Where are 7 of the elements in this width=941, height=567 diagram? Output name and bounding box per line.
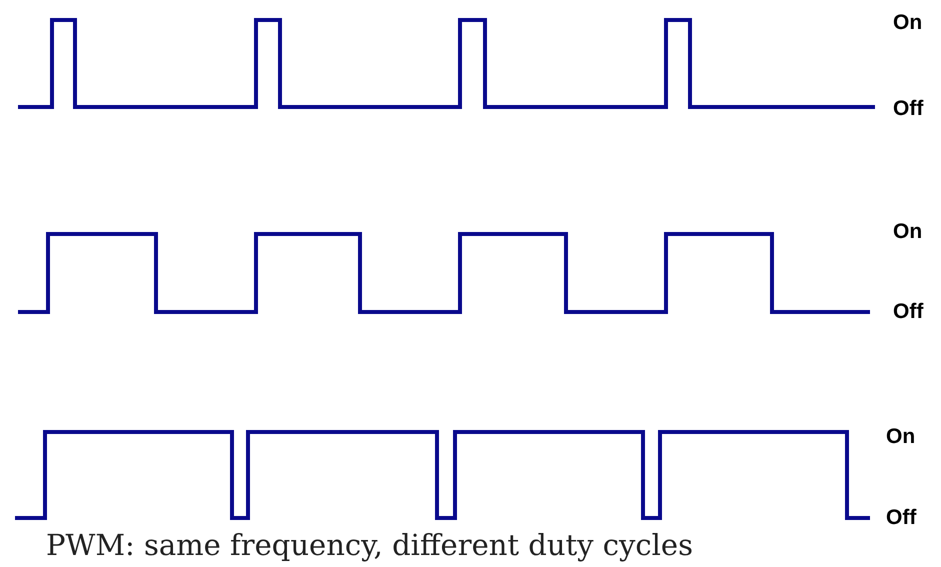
signal-level-label: Off: [893, 98, 924, 119]
caption: PWM: same frequency, different duty cycles: [46, 528, 693, 563]
signal-level-label: On: [893, 12, 922, 33]
signal-level-label: Off: [893, 301, 924, 322]
signal-level-label: On: [886, 426, 916, 447]
signal-level-label: Off: [886, 507, 916, 528]
signal-level-label: On: [893, 221, 922, 242]
